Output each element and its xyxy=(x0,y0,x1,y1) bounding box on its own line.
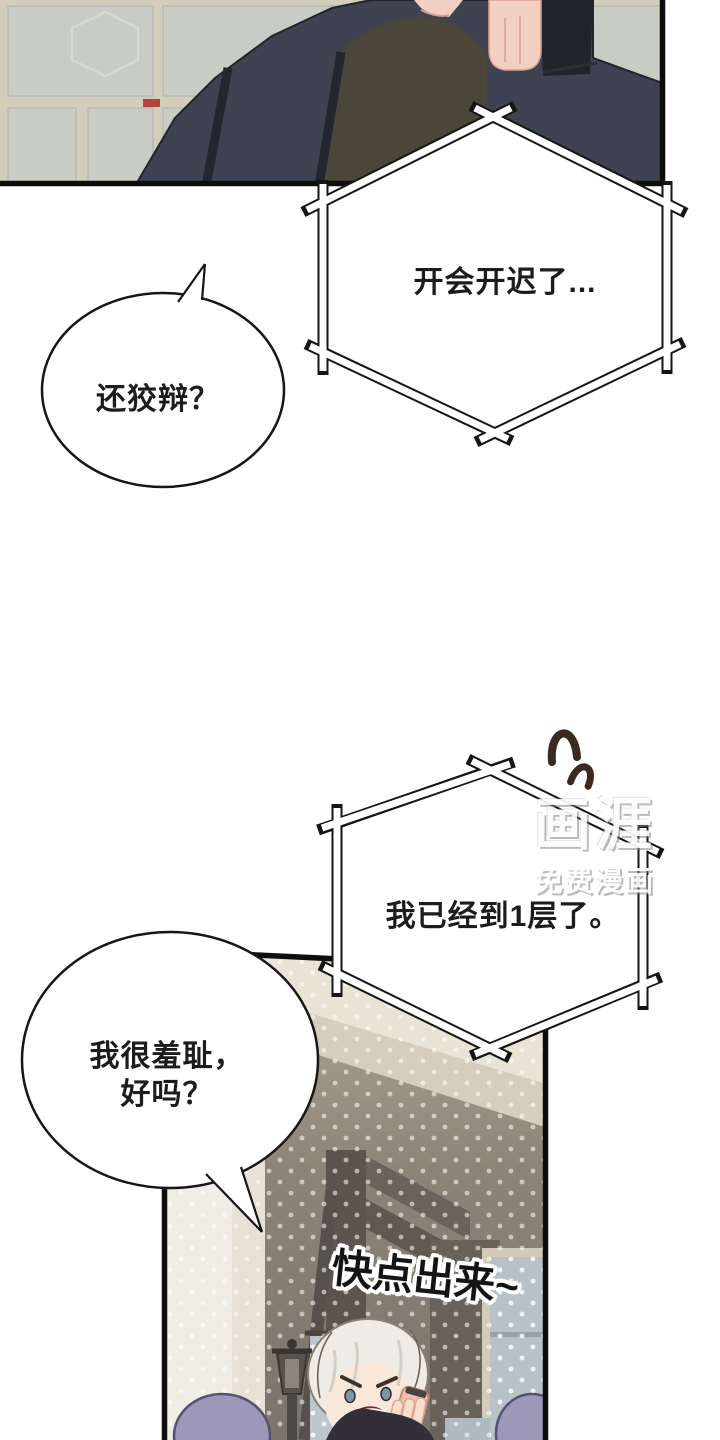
coat-lapel-right xyxy=(314,51,346,186)
hex1-dialogue-text: 开会开迟了... xyxy=(413,266,597,299)
oval2-dialogue-text: 我很羞耻， 好吗？ xyxy=(60,1038,274,1115)
bush-left xyxy=(172,1392,272,1440)
left-eyebrow xyxy=(340,1375,362,1388)
oval1-dialogue-text: 还狡辩？ xyxy=(96,383,220,416)
oval2-line-1: 我很羞耻， xyxy=(89,1040,245,1073)
street-lamp xyxy=(272,1339,312,1440)
speech-bubble-oval-2 xyxy=(20,930,320,1233)
right-eye xyxy=(380,1386,392,1402)
oval2-tail xyxy=(206,1165,262,1232)
bush-right xyxy=(494,1392,548,1440)
wall-hexagon-sheen xyxy=(70,10,140,78)
speech-bubble-hex-2 xyxy=(316,754,665,1063)
oval1-body xyxy=(40,291,286,489)
hand xyxy=(488,0,542,71)
oval2-line-2: 好吗？ xyxy=(120,1078,214,1112)
oval2-body xyxy=(20,930,320,1190)
hex2-fill xyxy=(337,770,643,1048)
speech-bubble-hex-1 xyxy=(300,101,689,447)
coat-lapel-left xyxy=(201,67,233,186)
wall-red-sticker xyxy=(143,99,160,107)
hex1-fill xyxy=(323,117,667,433)
right-eyebrow xyxy=(376,1376,398,1388)
dark-shirt xyxy=(326,1408,434,1440)
left-eye xyxy=(344,1388,356,1404)
hex2-dialogue-text: 我已经到1层了。 xyxy=(385,900,621,933)
phone-by-ear xyxy=(540,0,593,76)
boy-character xyxy=(307,1318,434,1440)
speech-bubble-oval-1 xyxy=(40,263,286,489)
chin xyxy=(414,0,463,17)
sigh-marks-icon xyxy=(547,729,594,790)
